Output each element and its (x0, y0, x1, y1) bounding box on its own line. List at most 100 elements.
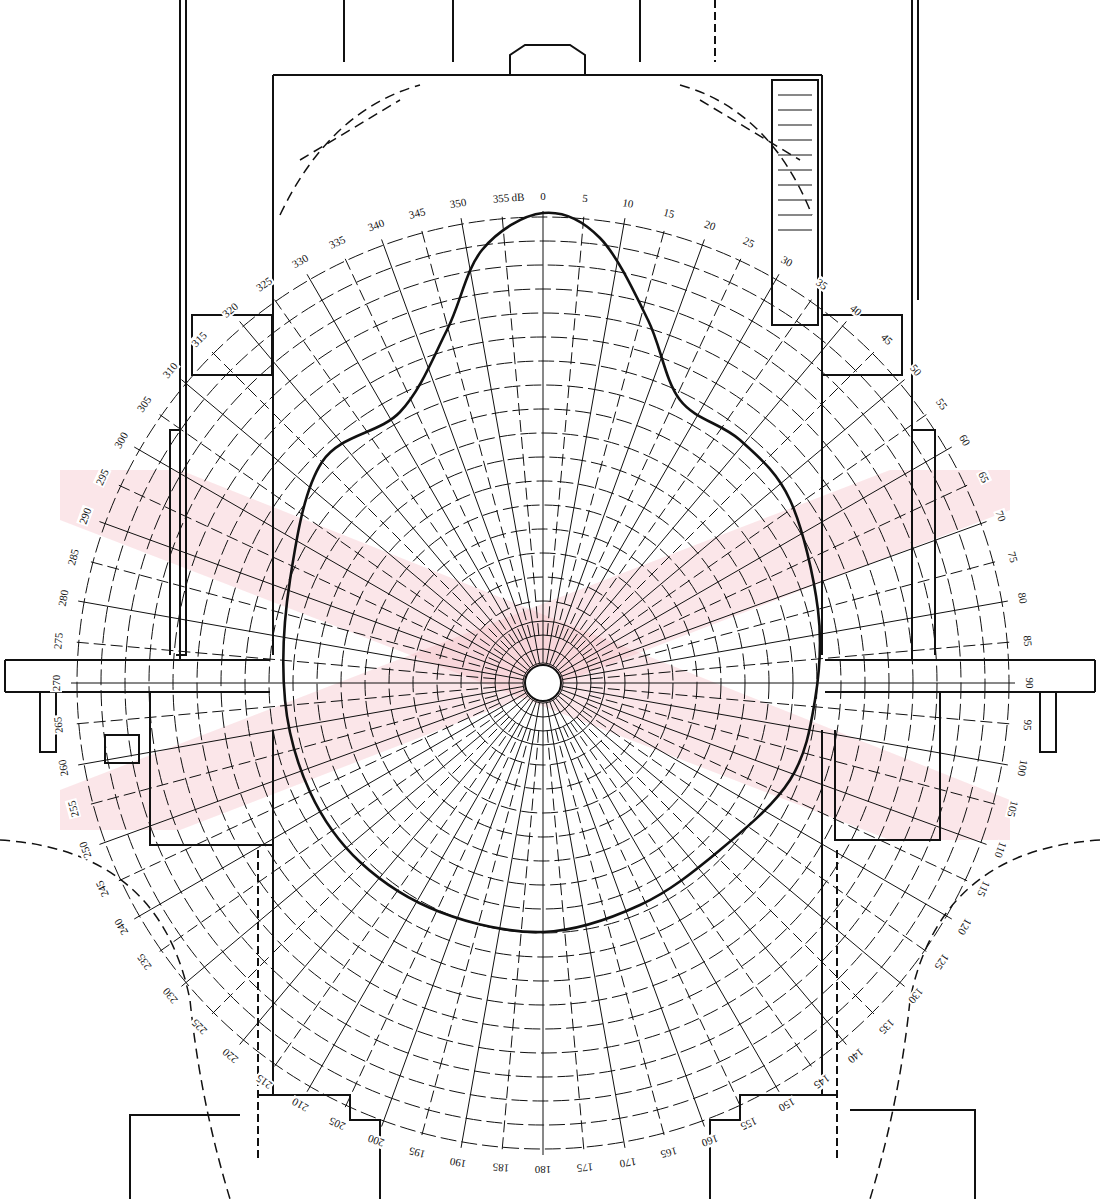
grid-spoke (156, 412, 503, 655)
grid-spoke (563, 686, 1008, 764)
angle-label: 330 (288, 251, 310, 271)
angle-label: 270 (50, 674, 62, 693)
angle-label: 145 (811, 1072, 833, 1092)
angle-label: 15 (661, 205, 677, 220)
angle-label: 320 (219, 299, 241, 320)
angle-label: 200 (366, 1132, 387, 1150)
grid-spoke (562, 690, 987, 845)
grid-spoke (563, 683, 1015, 684)
grid-spoke (502, 731, 539, 1153)
grid-spoke (577, 349, 877, 649)
grid-spoke (461, 218, 539, 663)
angle-label: 5 (581, 192, 590, 205)
grid-spoke (461, 703, 539, 1148)
grid-spoke (115, 484, 499, 663)
angle-label: 265 (51, 716, 65, 735)
grid-spoke (563, 601, 1008, 679)
angle-label: 220 (219, 1046, 241, 1067)
angle-label: 280 (56, 588, 71, 608)
grid-spoke (546, 218, 624, 663)
grid-spoke (181, 380, 527, 671)
grid-spoke (589, 561, 999, 671)
grid-spoke (240, 698, 531, 1044)
grid-spoke (591, 642, 1013, 679)
grid-ring (523, 663, 563, 703)
angle-label: 155 (738, 1115, 760, 1134)
grid-spoke (562, 522, 987, 677)
angle-label: 0 (539, 190, 547, 202)
angle-label: 35 (814, 275, 832, 292)
angle-label: 195 (406, 1145, 427, 1161)
angle-label: 90 (1024, 677, 1036, 690)
angle-label: 310 (159, 359, 180, 381)
angle-label: 325 (253, 274, 275, 294)
directivity-contour (283, 213, 820, 932)
grid-spoke (87, 695, 497, 805)
grid-spoke (99, 690, 524, 845)
angle-label: 240 (111, 915, 131, 937)
grid-spoke (421, 227, 531, 637)
angle-label: 345 (406, 204, 427, 220)
grid-spoke (307, 274, 533, 665)
grid-spoke (421, 729, 531, 1139)
grid-spoke (115, 703, 499, 882)
angle-label: 285 (64, 546, 80, 567)
grid-spoke (550, 702, 705, 1127)
angle-label: 30 (778, 253, 795, 270)
grid-spoke (240, 321, 531, 667)
grid-spoke (307, 700, 533, 1091)
angle-label: 150 (775, 1095, 797, 1115)
grid-spoke (553, 274, 779, 665)
angle-label: 230 (159, 985, 180, 1007)
grid-spoke (589, 695, 999, 805)
grid-spoke (587, 703, 971, 882)
grid-spoke (181, 696, 527, 987)
grid-spoke (558, 380, 904, 671)
grid-spoke (547, 731, 584, 1153)
grid-spoke (582, 711, 929, 954)
angle-label: 355 (491, 191, 510, 205)
grid-spoke (560, 693, 951, 919)
angle-label: 215 (253, 1072, 275, 1092)
angle-label: 245 (92, 878, 111, 900)
angle-label: 135 (877, 1017, 899, 1039)
angle-label: 85 (1022, 634, 1035, 648)
grid-spoke (577, 717, 877, 1017)
grid-spoke (582, 412, 929, 655)
angle-label: 225 (188, 1017, 210, 1039)
grid-spoke (547, 213, 584, 635)
centre-hole (525, 665, 561, 701)
grid-spoke (344, 255, 523, 639)
angle-label: 75 (1006, 549, 1021, 565)
angle-label: 50 (907, 361, 925, 379)
angle-label: 210 (288, 1095, 310, 1115)
angle-label: 160 (699, 1132, 720, 1150)
angle-label: 10 (620, 196, 635, 210)
grid-spoke (571, 722, 814, 1069)
angle-label: 260 (56, 757, 71, 777)
grid-spoke (555, 227, 665, 637)
angle-label: 110 (992, 839, 1009, 860)
grid-spoke (502, 213, 539, 635)
angle-label: 170 (617, 1155, 637, 1170)
angle-label: 125 (932, 951, 952, 973)
grid-spoke (553, 700, 779, 1091)
angle-label: 100 (1015, 757, 1030, 777)
grid-spoke (78, 686, 523, 764)
angle-label: 80 (1016, 591, 1030, 606)
grid-spoke (134, 693, 525, 919)
grid-spoke (563, 727, 742, 1111)
angle-label: 20 (701, 217, 717, 233)
angle-label: 305 (134, 393, 154, 415)
angle-label: 40 (847, 301, 865, 319)
angle-label: 25 (740, 233, 757, 249)
angle-label: 350 (448, 196, 468, 211)
angle-label: dB (510, 190, 525, 203)
grid-spoke (556, 321, 847, 667)
angle-label: 120 (955, 915, 975, 937)
angle-label: 180 (534, 1164, 553, 1176)
grid-spoke (134, 447, 525, 673)
grid-spoke (543, 211, 544, 663)
